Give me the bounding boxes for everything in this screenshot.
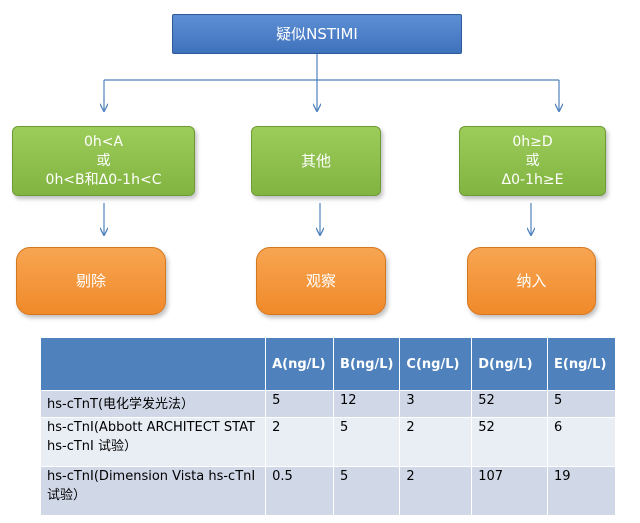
table-cell: 5	[333, 466, 401, 516]
table-cell: 12	[333, 390, 401, 418]
table-cell: 2	[399, 417, 473, 467]
outcome-exclude-label: 剔除	[75, 271, 106, 290]
table-row: hs-cTnT(电化学发光法） 5 12 3 52 5	[39, 390, 616, 418]
table-cell: 0.5	[265, 466, 335, 516]
header-cell: D(ng/L)	[471, 337, 549, 391]
cutoff-table: A(ng/L) B(ng/L) C(ng/L) D(ng/L) E(ng/L) …	[39, 337, 616, 516]
outcome-include: 纳入	[467, 247, 596, 315]
other-line1: 其他	[300, 151, 331, 170]
decision-rule-out: 0h<A 或 0h<B和Δ0-1h<C	[12, 126, 195, 196]
decision-rule-in: 0h≥D 或 Δ0-1h≥E	[459, 126, 606, 196]
header-cell: B(ng/L)	[333, 337, 401, 391]
rule-in-line2: 或	[525, 152, 540, 169]
table-cell: 52	[471, 417, 549, 467]
assay-name-cell: hs-cTnI(Dimension Vista hs-cTnI试验）	[39, 466, 267, 516]
assay-name-cell: hs-cTnT(电化学发光法）	[39, 390, 267, 418]
rule-out-line1: 0h<A	[83, 133, 124, 150]
outcome-include-label: 纳入	[516, 271, 547, 290]
table-row: hs-cTnI(Abbott ARCHITECT STAT hs-cTnI 试验…	[39, 417, 616, 467]
table-cell: 52	[471, 390, 549, 418]
table-header-row: A(ng/L) B(ng/L) C(ng/L) D(ng/L) E(ng/L)	[39, 337, 616, 391]
header-cell: E(ng/L)	[547, 337, 616, 391]
header-cell: C(ng/L)	[399, 337, 473, 391]
table-cell: 5	[333, 417, 401, 467]
rule-out-line2: 或	[96, 152, 111, 169]
rule-in-line3: Δ0-1h≥E	[501, 171, 564, 188]
outcome-observe: 观察	[256, 247, 386, 315]
assay-name-cell: hs-cTnI(Abbott ARCHITECT STAT hs-cTnI 试验…	[39, 417, 267, 467]
table-cell: 6	[547, 417, 616, 467]
start-node-label: 疑似NSTIMI	[276, 24, 358, 43]
table-cell: 19	[547, 466, 616, 516]
table-cell: 5	[265, 390, 335, 418]
table-row: hs-cTnI(Dimension Vista hs-cTnI试验） 0.5 5…	[39, 466, 616, 516]
table-cell: 3	[399, 390, 473, 418]
table-cell: 2	[399, 466, 473, 516]
header-cell: A(ng/L)	[265, 337, 335, 391]
outcome-exclude: 剔除	[16, 247, 166, 315]
table-cell: 5	[547, 390, 616, 418]
start-node: 疑似NSTIMI	[172, 14, 462, 54]
rule-in-line1: 0h≥D	[512, 133, 553, 150]
header-cell	[39, 337, 267, 391]
rule-out-line3: 0h<B和Δ0-1h<C	[45, 171, 162, 188]
table-cell: 107	[471, 466, 549, 516]
table-cell: 2	[265, 417, 335, 467]
outcome-observe-label: 观察	[305, 271, 336, 290]
decision-other: 其他	[251, 126, 381, 196]
